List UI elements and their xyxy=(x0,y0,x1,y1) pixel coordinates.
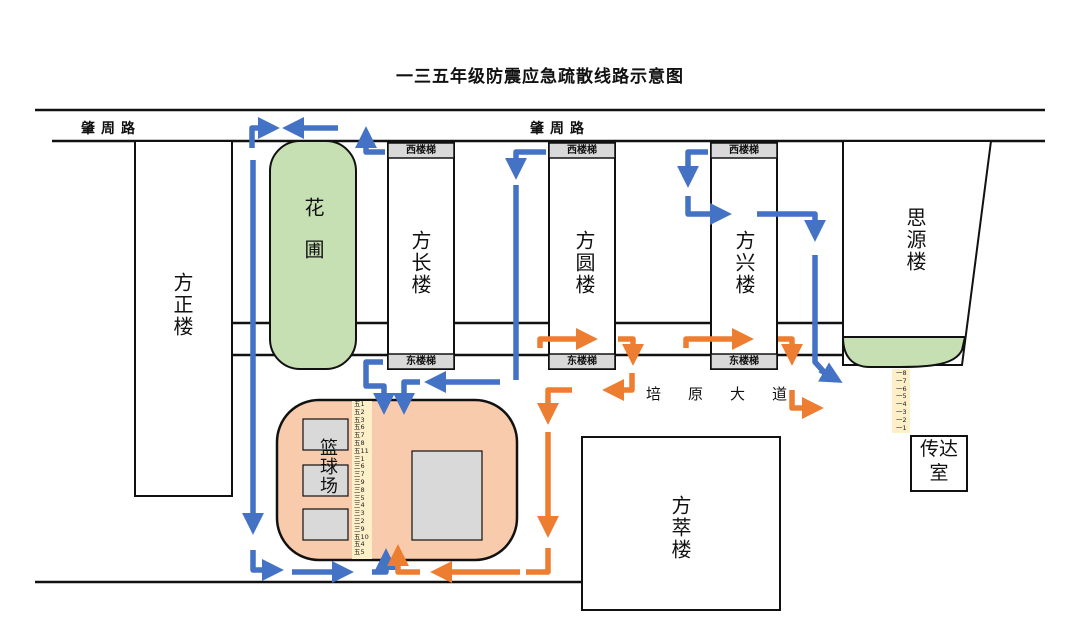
court-class-item: 三4 xyxy=(354,501,365,510)
fangzheng-label: 方正楼 xyxy=(170,272,194,338)
fangxing-west-stair xyxy=(710,142,778,159)
court-class-item: 五1 xyxy=(354,400,365,408)
route-orange-h xyxy=(387,544,420,575)
route-orange-c xyxy=(602,373,635,401)
court-class-item: 三9 xyxy=(354,524,365,533)
court-box-2 xyxy=(302,464,349,497)
court-class-item: 三9 xyxy=(354,477,365,486)
fangchang-west-stair xyxy=(387,142,455,159)
fangyuan-west-stair-label: 西楼梯 xyxy=(567,145,597,156)
fangxing-east-stair-label: 东楼梯 xyxy=(729,356,759,367)
court-class-item: 五10 xyxy=(354,532,369,541)
court-class-item: 三7 xyxy=(354,470,365,479)
route-orange-d xyxy=(537,387,572,425)
court-box-3 xyxy=(302,508,349,541)
court-class-item: 三1 xyxy=(354,454,365,463)
fangyuan-east-stair-label: 东楼梯 xyxy=(567,356,597,367)
route-blue-h xyxy=(363,359,395,415)
court-class-item: 三6 xyxy=(354,462,365,471)
guard-room xyxy=(910,435,968,492)
route-blue-q xyxy=(818,362,843,383)
exit-class-item: 一7 xyxy=(896,376,907,385)
exit-class-item: 一4 xyxy=(896,400,907,409)
court-class-item: 五4 xyxy=(354,540,365,549)
exit-class-item: 一1 xyxy=(896,423,907,432)
route-blue-i xyxy=(505,149,546,180)
route-orange-a xyxy=(537,328,598,350)
route-orange-f xyxy=(526,548,551,575)
fangxing-east-stair xyxy=(710,353,778,370)
fangcui-building xyxy=(581,436,781,611)
fangcui-label: 方萃楼 xyxy=(668,495,692,561)
exit-class-item: 一8 xyxy=(896,369,907,377)
court-class-strip xyxy=(352,401,372,559)
fangyuan-label: 方圆楼 xyxy=(572,230,596,296)
garden-shape xyxy=(269,140,357,370)
fangxing-label: 方兴楼 xyxy=(732,230,756,296)
exit-class-item: 一5 xyxy=(896,392,907,401)
siyuan-building xyxy=(842,140,993,366)
blue-routes xyxy=(242,117,843,583)
court-box-large xyxy=(411,450,483,541)
fangchang-east-stair-label: 东楼梯 xyxy=(406,356,436,367)
court-class-item: 五11 xyxy=(354,446,369,455)
fangxing-west-stair-label: 西楼梯 xyxy=(729,145,759,156)
route-orange-i xyxy=(683,328,754,350)
court-class-item: 三3 xyxy=(354,509,365,518)
route-blue-n xyxy=(685,196,732,225)
siyuan-green-base xyxy=(841,336,967,368)
exit-class-item: 一6 xyxy=(896,384,907,393)
road-label-peiyuan: 培原大道 xyxy=(646,385,815,403)
route-blue-g xyxy=(372,548,397,575)
route-orange-b xyxy=(618,336,644,366)
fangchang-label: 方长楼 xyxy=(408,230,432,296)
route-blue-a xyxy=(249,117,280,148)
exit-class-strip xyxy=(892,369,910,433)
guard-room-label: 传达室 xyxy=(919,438,958,484)
court-class-item: 三2 xyxy=(354,516,365,525)
route-blue-l xyxy=(393,379,420,415)
route-blue-o xyxy=(757,211,826,242)
court-class-item: 五3 xyxy=(354,415,365,424)
road-label-zhaozhou-middle: 肇周路 xyxy=(530,121,590,137)
court-class-item: 三5 xyxy=(354,493,365,502)
fangyuan-east-stair xyxy=(548,353,616,370)
fangchang-east-stair xyxy=(387,353,455,370)
fangzheng-building xyxy=(134,140,233,497)
route-blue-e xyxy=(250,550,284,581)
court-class-item: 三8 xyxy=(354,485,365,494)
road-label-zhaozhou-left: 肇周路 xyxy=(81,121,141,137)
court-label: 篮球场 xyxy=(317,438,338,495)
route-blue-m xyxy=(677,149,708,188)
court-class-item: 五2 xyxy=(354,407,365,416)
exit-class-item: 一2 xyxy=(896,415,907,424)
court-class-item: 五8 xyxy=(354,438,365,447)
route-blue-c xyxy=(355,126,385,155)
route-orange-j xyxy=(778,336,803,366)
exit-class-item: 一3 xyxy=(896,407,907,416)
court-class-item: 五7 xyxy=(354,431,365,440)
fangchang-west-stair-label: 西楼梯 xyxy=(406,145,436,156)
route-orange-k xyxy=(789,390,824,419)
page-title: 一三五年级防震应急疏散线路示意图 xyxy=(396,67,684,87)
fangchang-building xyxy=(387,142,455,370)
court-box-1 xyxy=(302,418,349,451)
fangyuan-west-stair xyxy=(548,142,616,159)
court-class-item: 五5 xyxy=(354,548,365,557)
siyuan-label: 思源楼 xyxy=(903,207,927,273)
garden-label: 花圃 xyxy=(301,197,325,281)
court-class-item: 五6 xyxy=(354,423,365,432)
orange-routes xyxy=(387,328,824,583)
